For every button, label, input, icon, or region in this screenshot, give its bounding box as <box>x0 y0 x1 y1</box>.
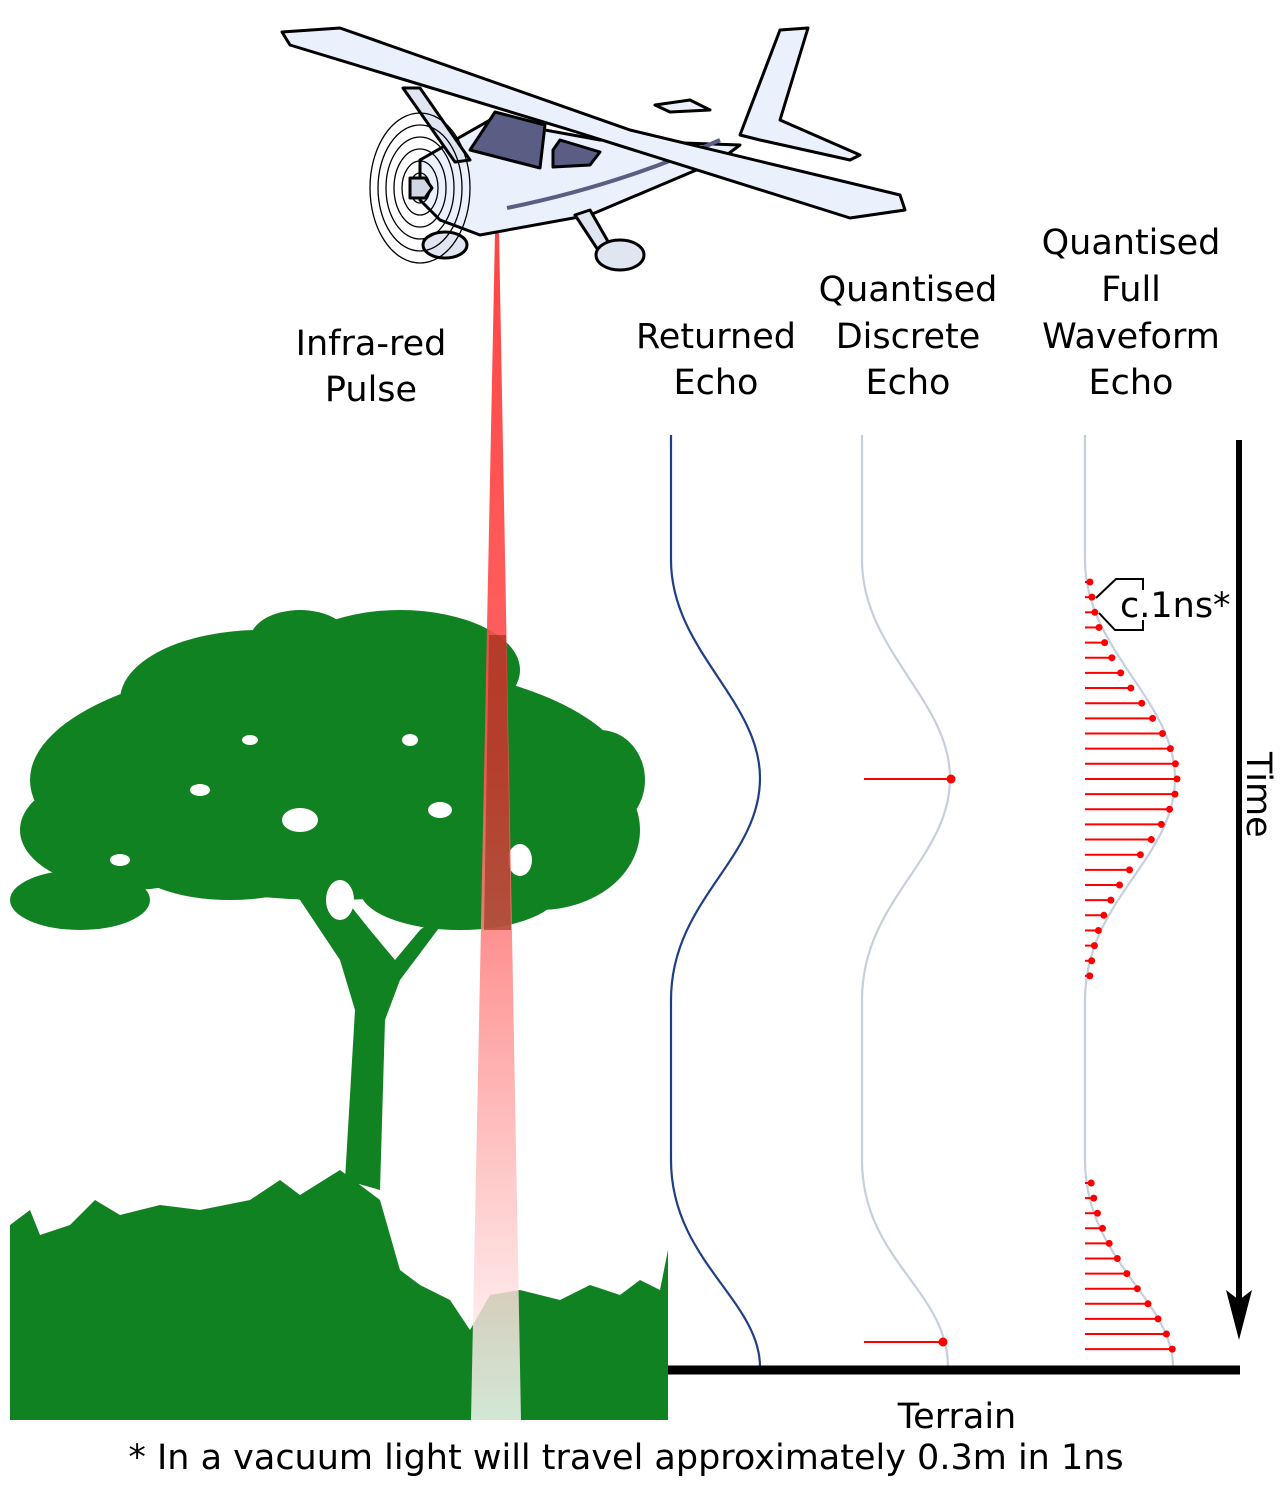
tree <box>10 610 668 1420</box>
time-label: Time <box>1238 751 1278 838</box>
sample-point <box>1113 1255 1121 1262</box>
time-arrow-head-icon <box>1226 1290 1252 1340</box>
sample-point <box>1094 926 1102 934</box>
sample-point <box>1157 820 1165 828</box>
discrete-samples <box>864 774 956 1347</box>
sample-point <box>1101 639 1109 647</box>
sample-point <box>1162 1330 1170 1338</box>
sample-point <box>1147 836 1155 844</box>
sample-point <box>1158 730 1166 737</box>
sample-point <box>1133 1285 1141 1293</box>
sample-point <box>1154 1315 1162 1323</box>
sample-interval-label: c.1ns* <box>1120 586 1231 626</box>
sample-point <box>1144 1300 1152 1308</box>
sample-point <box>1090 1194 1098 1202</box>
sample-point <box>1095 623 1103 631</box>
sample-point <box>1108 654 1116 662</box>
sample-point <box>1088 957 1096 965</box>
airplane <box>280 26 907 272</box>
sample-point <box>1136 851 1144 859</box>
sample-point <box>1166 745 1174 753</box>
sample-point <box>1173 775 1181 783</box>
sample-point <box>1086 972 1094 980</box>
tree-gaps <box>110 734 532 920</box>
sample-point <box>1126 866 1134 874</box>
discrete-echo-curve <box>860 435 952 1368</box>
sample-point <box>1107 896 1115 904</box>
sample-point <box>1088 593 1096 601</box>
sample-point <box>1087 1179 1095 1187</box>
sample-point <box>1105 1239 1113 1247</box>
sample-interval-bracket <box>1095 578 1144 631</box>
sample-point <box>1117 669 1125 677</box>
beam-canopy-overlap <box>484 635 511 930</box>
sample-point <box>1171 790 1179 798</box>
discrete-sample-point <box>946 774 956 784</box>
footnote: * In a vacuum light will travel approxim… <box>128 1438 1123 1478</box>
full-waveform-samples <box>1085 578 1181 1353</box>
terrain-label: Terrain <box>897 1397 1016 1437</box>
sample-point <box>1099 1224 1107 1232</box>
sample-point <box>1149 714 1157 722</box>
sample-point <box>1090 942 1098 950</box>
sample-point <box>1100 911 1108 919</box>
discrete-sample-point <box>938 1337 948 1347</box>
returned-echo-curve <box>669 435 762 1368</box>
sample-point <box>1091 608 1099 616</box>
sample-point <box>1093 1209 1101 1217</box>
sample-point <box>1166 805 1174 813</box>
sample-point <box>1123 1270 1131 1278</box>
sample-point <box>1127 684 1135 692</box>
sample-point <box>1168 1345 1176 1353</box>
sample-point <box>1138 699 1146 707</box>
sample-point <box>1086 578 1094 586</box>
sample-point <box>1171 760 1179 768</box>
sample-point <box>1116 881 1124 889</box>
